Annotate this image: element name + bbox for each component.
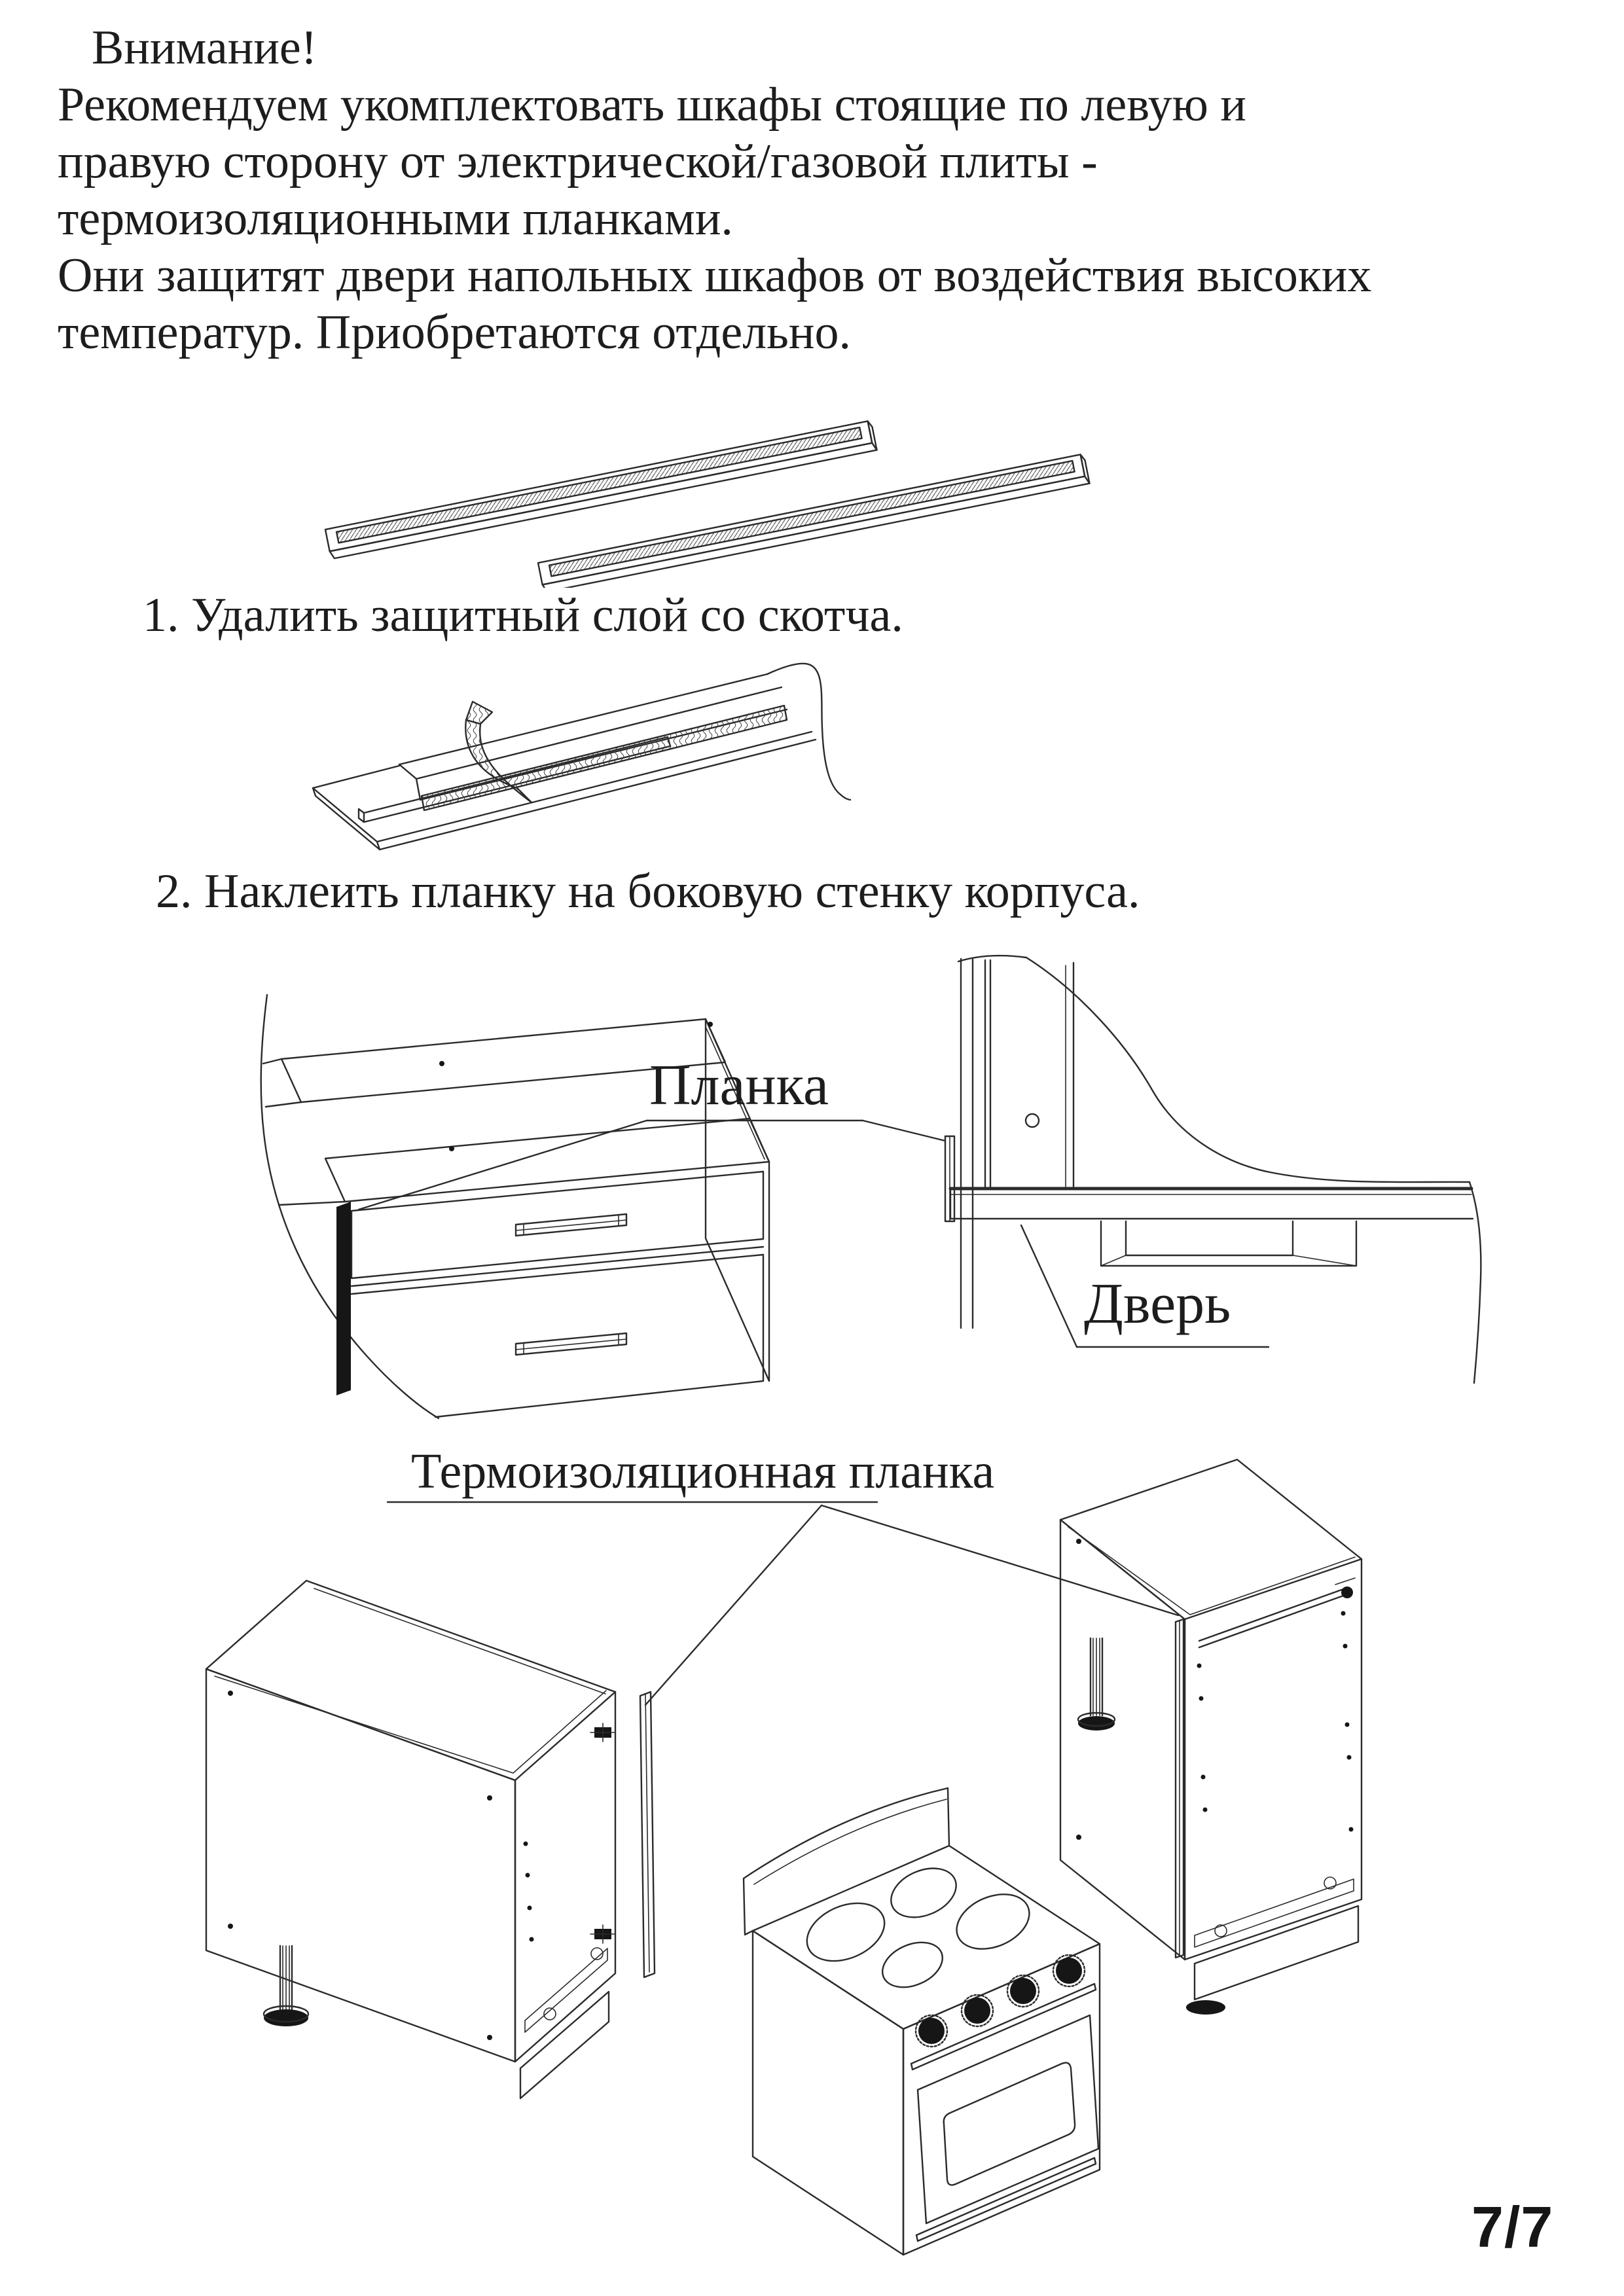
step-2-text: 2. Наклеить планку на боковую стенку кор… (156, 865, 1140, 918)
paragraph-line: термоизоляционными планками. (58, 192, 733, 245)
board-back-edge (312, 764, 401, 789)
stove-knob (914, 1954, 1086, 2048)
apply-strip-figure (260, 954, 1482, 1420)
thermal-strips-figure (324, 420, 1091, 588)
door-label: Дверь (1084, 1272, 1231, 1336)
step-1-text: 1. Удалить защитный слой со скотча. (143, 588, 903, 642)
hinge (590, 1924, 616, 1944)
strip-2 (537, 454, 1091, 588)
paragraph-line: температур. Приобретаются отдельно. (58, 306, 851, 359)
oven-window (943, 2062, 1076, 2186)
strip-label-leader (357, 1119, 947, 1211)
left-cabinet (205, 1579, 656, 2100)
paragraph-line: Рекомендуем укомплектовать шкафы стоящие… (58, 78, 1246, 132)
thermal-strip-applied (1174, 1618, 1185, 1959)
right-cabinet (1059, 1458, 1363, 2015)
tape-peel-figure (312, 662, 851, 851)
drawer-slide (1198, 1577, 1356, 1649)
strip-1 (324, 420, 878, 560)
thermal-strip-label: Термоизоляционная планка (411, 1444, 995, 1499)
burner (806, 1867, 1030, 1988)
thermal-strip-applied (944, 1135, 956, 1223)
cabinets-stove-figure (205, 1458, 1363, 2256)
break-line (766, 662, 851, 801)
attention-title: Внимание! (92, 21, 317, 75)
door-label-leader (1020, 1224, 1270, 1348)
drawer-cabinet (260, 994, 770, 1420)
thermal-strip-applied (336, 1202, 351, 1395)
adjustable-foot (262, 1945, 310, 2026)
oven-door (916, 2014, 1100, 2225)
hinge (590, 1723, 616, 1742)
stove (742, 1787, 1101, 2256)
tape-band (420, 704, 788, 812)
paragraph-line: правую сторону от электрической/газовой … (58, 135, 1098, 188)
strip-label: Планка (649, 1054, 829, 1117)
paragraph-line: Они защитят двери напольных шкафов от во… (58, 249, 1372, 302)
thermal-label-leader (386, 1501, 1180, 1706)
page-number: 7/7 (1471, 2195, 1554, 2259)
door-corner-detail (944, 954, 1482, 1384)
thermal-strip-loose (639, 1691, 656, 1979)
attention-paragraph: Внимание! Рекомендуем укомплектовать шка… (58, 20, 1371, 361)
adjustable-foot (1077, 1637, 1116, 1731)
plank-top-edge (398, 673, 768, 766)
